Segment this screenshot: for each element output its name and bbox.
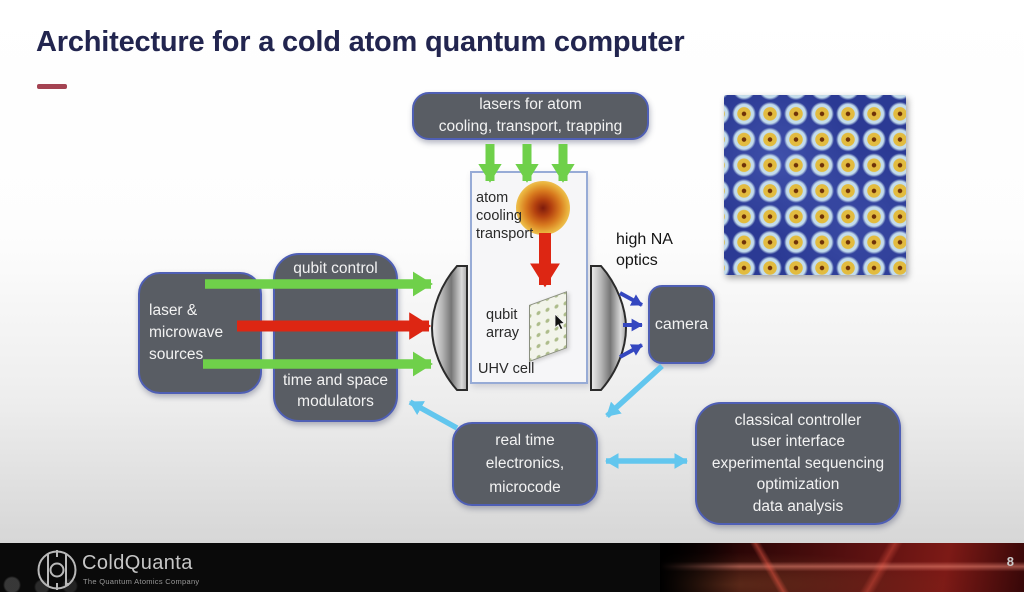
realtime-electronics-box: real time electronics, microcode (452, 422, 598, 506)
laser-microwave-sources-box: laser & microwave sources (138, 272, 262, 394)
footer-background-detail (0, 571, 180, 592)
page-title: Architecture for a cold atom quantum com… (36, 26, 685, 58)
qubit-array-label: qubit array (486, 307, 520, 341)
atom-array-image (724, 95, 906, 275)
footer-bar: ColdQuanta The Quantum Atomics Company 8 (0, 543, 1024, 592)
camera-box: camera (648, 285, 715, 364)
high-na-optics-label: high NA optics (616, 231, 673, 269)
blue-imaging-arrow (619, 343, 643, 359)
lasers-box: lasers for atom cooling, transport, trap… (412, 92, 649, 140)
right-lens-icon (590, 265, 628, 391)
modulators-label: time and space modulators (282, 372, 389, 411)
cyan-camera-to-electronics-arrow (605, 363, 664, 419)
page-number: 8 (1006, 554, 1014, 569)
qubit-control-modulators-box: qubit control time and space modulators (273, 253, 398, 422)
blue-imaging-arrow (619, 291, 643, 307)
footer-laser-photo (660, 543, 1024, 592)
atom-cloud-icon (516, 181, 570, 235)
brand-name: ColdQuanta (82, 552, 193, 574)
cyan-electronics-to-modulators-arrow (408, 399, 459, 431)
left-lens-icon (430, 265, 468, 391)
qubit-control-label: qubit control (293, 260, 378, 277)
uhv-cell-label: UHV cell (478, 361, 535, 377)
classical-controller-box: classical controller user interface expe… (695, 402, 901, 525)
atom-cooling-transport-label: atom cooling transport (476, 190, 534, 242)
coldquanta-logo-icon (37, 550, 77, 590)
brand-tagline: The Quantum Atomics Company (83, 577, 200, 586)
title-accent-dash (37, 84, 67, 89)
